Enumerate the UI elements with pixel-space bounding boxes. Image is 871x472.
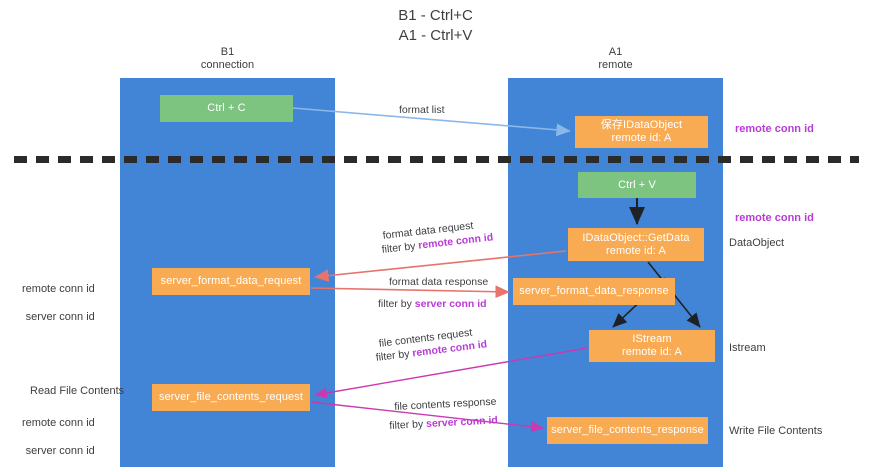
annotation-write-file-contents: Write File Contents bbox=[729, 425, 823, 437]
phase-divider bbox=[14, 156, 859, 163]
edge-label-format-data-response: format data response bbox=[389, 276, 489, 288]
node-server-format-data-response[interactable]: server_format_data_response bbox=[513, 278, 675, 305]
filter-prefix: filter by bbox=[375, 347, 414, 364]
swimlane-header-a1: A1 remote bbox=[598, 46, 633, 71]
node-server-file-contents-request[interactable]: server_file_contents_request bbox=[152, 384, 310, 411]
node-server-format-data-request[interactable]: server_format_data_request bbox=[152, 268, 310, 295]
annotation-istream: Istream bbox=[729, 342, 766, 354]
node-ctrl-c[interactable]: Ctrl + C bbox=[160, 95, 293, 122]
edge-label-format-list: format list bbox=[399, 104, 445, 116]
diagram-title: B1 - Ctrl+C A1 - Ctrl+V bbox=[398, 7, 473, 44]
annotation-left-server-conn-id: server conn id bbox=[25, 311, 95, 323]
swimlane-header-b1: B1 connection bbox=[200, 46, 255, 71]
node-ctrl-v[interactable]: Ctrl + V bbox=[578, 172, 696, 198]
filter-key: server conn id bbox=[425, 414, 499, 431]
annotation-remote-conn-id-mid: remote conn id bbox=[735, 212, 814, 224]
edge-label-format-data-response-filter: filter by server conn id bbox=[378, 297, 487, 311]
annotation-remote-conn-id-top: remote conn id bbox=[735, 123, 814, 135]
annotation-left-remote-conn-id-2: remote conn id bbox=[22, 417, 95, 429]
edge-label-file-contents-response-filter: filter by server conn id bbox=[389, 413, 498, 433]
filter-prefix: filter by bbox=[389, 418, 427, 432]
node-idataobject[interactable]: 保存IDataObject remote id: A bbox=[575, 116, 708, 148]
annotation-left-conn-ids-2: remote conn id server conn id bbox=[22, 402, 95, 472]
filter-key: server conn id bbox=[414, 298, 487, 310]
annotation-left-remote-conn-id: remote conn id bbox=[22, 283, 95, 295]
edge-label-file-contents-response: file contents response bbox=[394, 395, 497, 413]
node-server-file-contents-response[interactable]: server_file_contents_response bbox=[547, 417, 708, 444]
node-idataobject-getdata[interactable]: IDataObject::GetData remote id: A bbox=[568, 228, 704, 261]
node-istream[interactable]: IStream remote id: A bbox=[589, 330, 715, 362]
annotation-dataobject: DataObject bbox=[729, 237, 785, 249]
annotation-left-server-conn-id-2: server conn id bbox=[25, 445, 95, 457]
filter-prefix: filter by bbox=[378, 298, 415, 310]
annotation-left-conn-ids: remote conn id server conn id bbox=[22, 268, 95, 338]
filter-prefix: filter by bbox=[381, 239, 420, 256]
annotation-read-file-contents: Read File Contents bbox=[30, 385, 125, 397]
